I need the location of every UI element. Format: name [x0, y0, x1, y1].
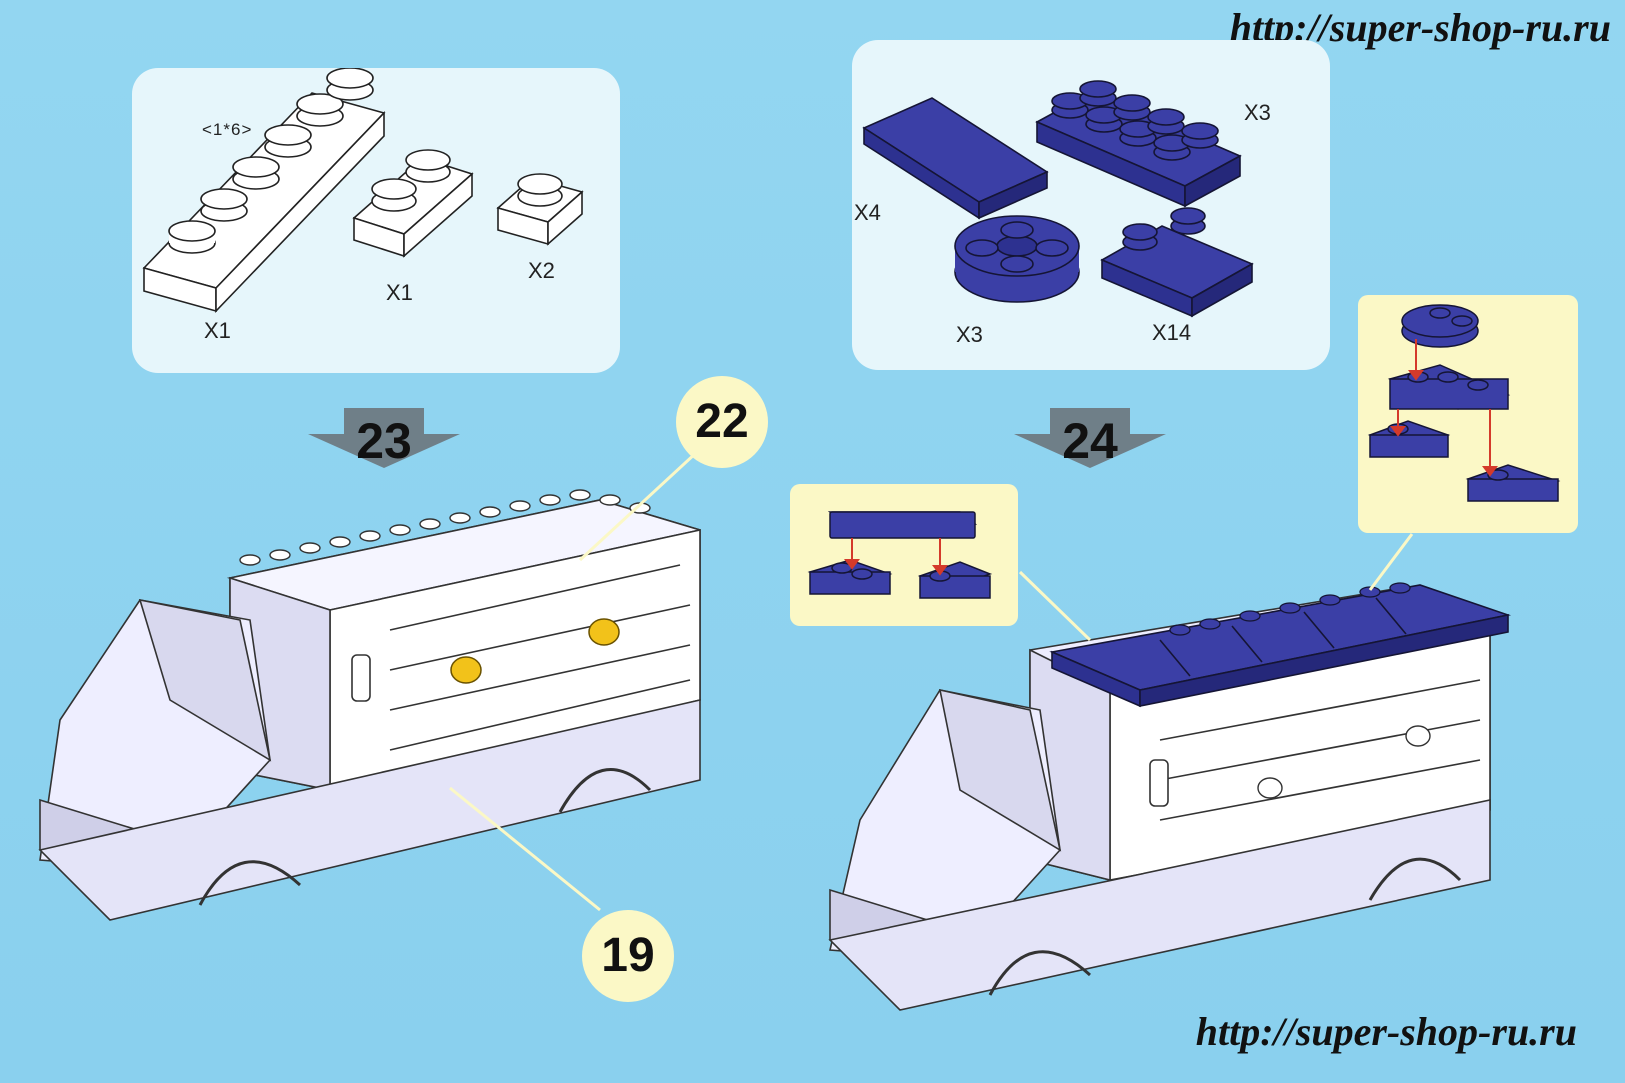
- sub-assembly-diagram: [807, 511, 993, 599]
- down-arrow-icon: [308, 408, 460, 468]
- sub-assembly-diagram: [1367, 304, 1561, 502]
- down-arrow-icon: [1014, 408, 1166, 468]
- part-qty-plate-1x6: X1: [204, 318, 231, 343]
- callout-circle-top: 22: [676, 376, 768, 468]
- blue-parts-illustration: [862, 80, 1254, 318]
- callout-number: 22: [695, 395, 749, 448]
- callout-number: 19: [601, 929, 655, 982]
- part-qty-slope: X14: [1152, 320, 1192, 345]
- sub-assembly-inset-right: [1358, 295, 1578, 533]
- sub-assembly-inset-left: [790, 484, 1018, 626]
- parts-panel-step-24: X4 X3 X3 X14: [852, 40, 1330, 370]
- watermark-url-bottom[interactable]: http://super-shop-ru.ru: [1195, 1009, 1577, 1054]
- part-qty-plate-1x2: X1: [386, 280, 413, 305]
- part-qty-round-plate: X3: [956, 322, 983, 347]
- part-spec-label: <1*6>: [202, 120, 253, 139]
- parts-panel-step-23: <1*6> X1 X1 X2: [132, 68, 620, 373]
- part-qty-tile: X4: [854, 200, 881, 225]
- step-24-marker: 24: [1010, 406, 1170, 472]
- white-parts-illustration: [142, 68, 584, 313]
- part-qty-plate-2x4: X3: [1244, 100, 1271, 125]
- callout-circle-bottom: 19: [582, 910, 674, 1002]
- step-number: 24: [1062, 413, 1118, 469]
- step-number: 23: [356, 413, 412, 469]
- step-23-marker: 23: [304, 406, 464, 472]
- part-qty-plate-1x1: X2: [528, 258, 555, 283]
